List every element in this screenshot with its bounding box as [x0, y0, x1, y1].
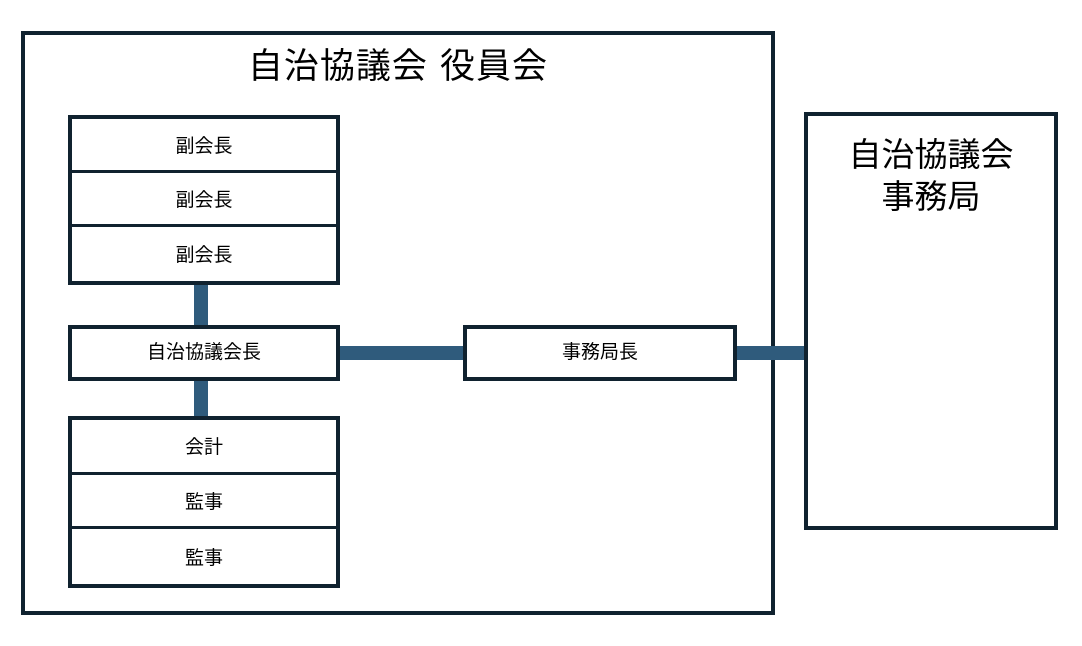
vice-chair-box-1[interactable]: 副会長: [72, 119, 336, 173]
vice-chairs-stack: 副会長 副会長 副会長: [68, 115, 340, 285]
secretariat-office-label-line1: 自治協議会: [848, 135, 1014, 174]
secretariat-chief-box[interactable]: 事務局長: [463, 325, 737, 381]
vice-chair-label-1: 副会長: [175, 134, 233, 157]
auditor-box-1[interactable]: 監事: [72, 475, 336, 530]
chair-label: 自治協議会長: [146, 341, 261, 364]
auditors-stack: 会計 監事 監事: [68, 416, 340, 588]
connector-chair-to-auditors: [194, 379, 208, 418]
connector-secretary-chief-to-office: [733, 346, 808, 360]
secretariat-office-box[interactable]: 自治協議会 事務局: [804, 112, 1058, 530]
vice-chair-box-2[interactable]: 副会長: [72, 173, 336, 227]
vice-chair-box-3[interactable]: 副会長: [72, 227, 336, 281]
auditor-box-2[interactable]: 監事: [72, 529, 336, 584]
auditor-label-2: 監事: [184, 547, 223, 570]
secretariat-office-label-line2: 事務局: [881, 177, 981, 217]
vice-chair-label-2: 副会長: [175, 188, 233, 211]
connector-vice-chairs-to-chair: [194, 283, 208, 327]
vice-chair-label-3: 副会長: [175, 244, 233, 267]
accountant-label: 会計: [184, 436, 223, 459]
chair-box[interactable]: 自治協議会長: [68, 325, 340, 381]
auditor-label-1: 監事: [184, 490, 223, 513]
secretariat-chief-label: 事務局長: [561, 341, 638, 364]
officers-group-title: 自治協議会 役員会: [247, 47, 549, 87]
connector-chair-to-secretary-chief: [336, 346, 467, 360]
accountant-box[interactable]: 会計: [72, 420, 336, 475]
